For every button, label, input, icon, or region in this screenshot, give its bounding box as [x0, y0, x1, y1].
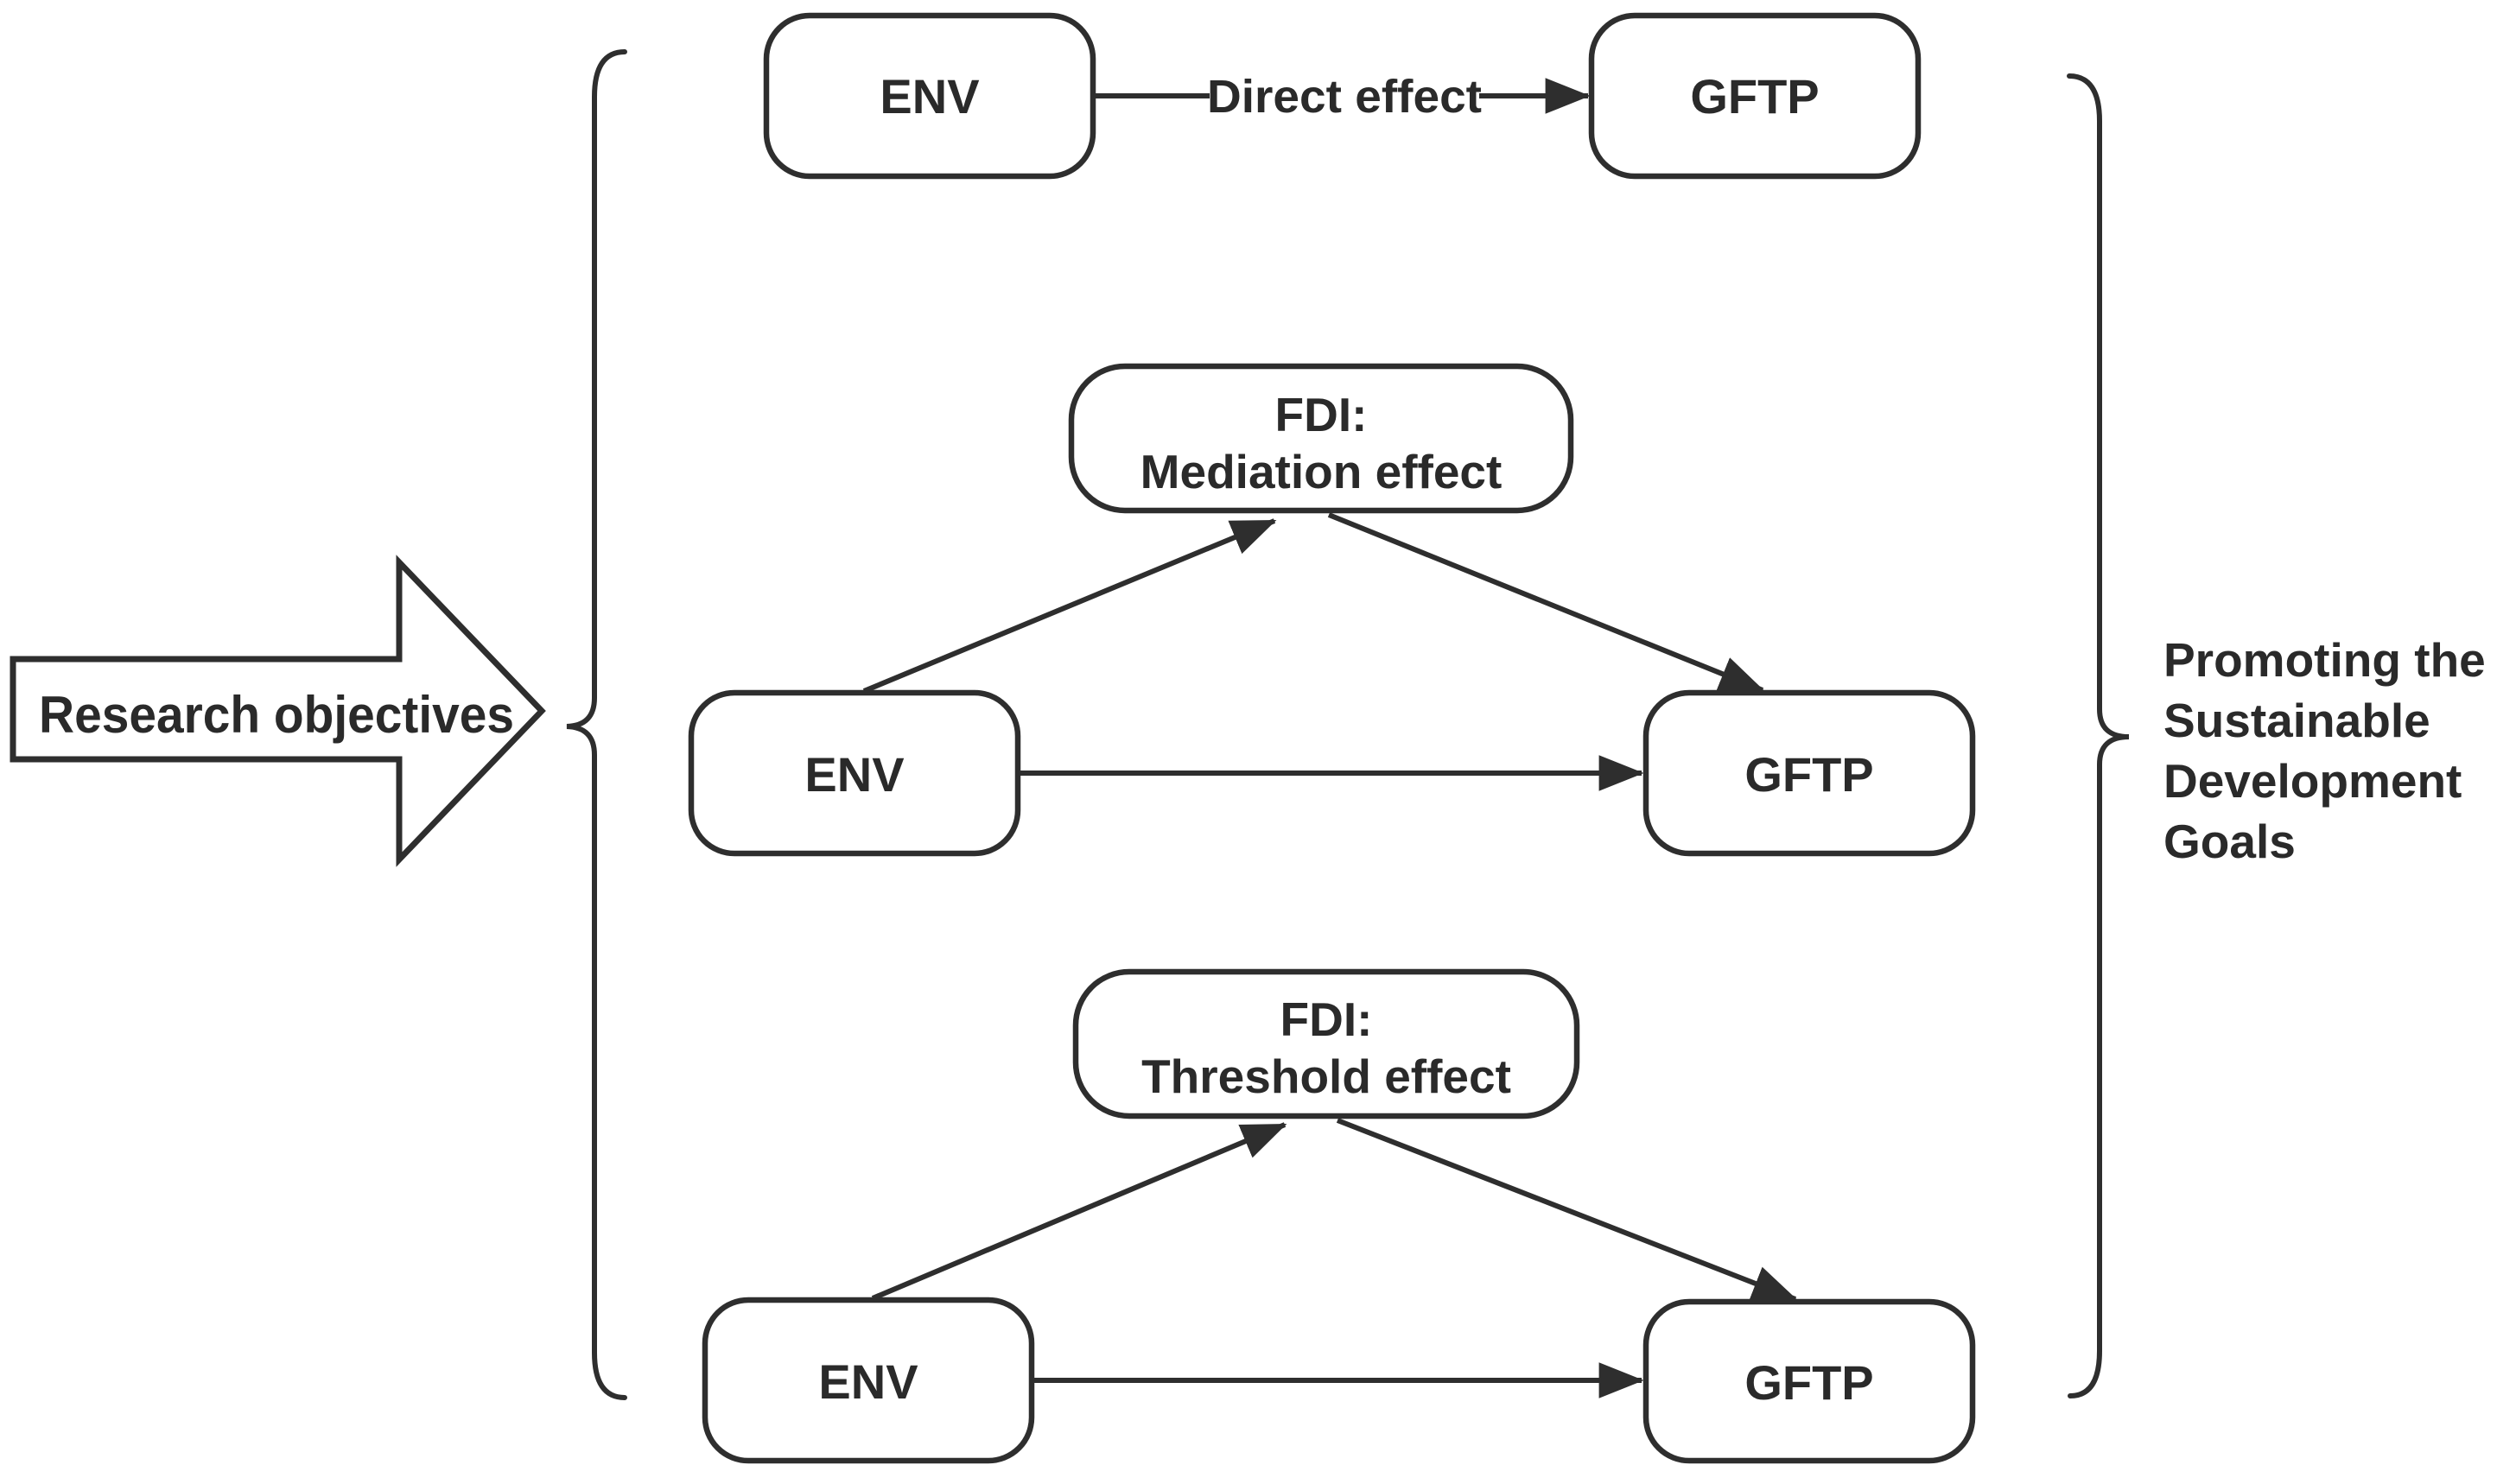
direct-effect-edge-label: Direct effect — [1207, 71, 1482, 123]
gftp-node-threshold-label: GFTP — [1744, 1355, 1873, 1410]
threshold-env-to-fdi-arrow — [871, 1122, 1287, 1301]
fdi-threshold-node — [1072, 968, 1580, 1119]
outcome-note-line3: Development — [2163, 754, 2462, 808]
fdi-threshold-label-line1: FDI: — [1280, 993, 1373, 1046]
mediation-env-to-fdi-arrow — [862, 518, 1277, 694]
fdi-mediation-node — [1068, 363, 1574, 514]
research-objectives-label: Research objectives — [39, 686, 514, 744]
env-node-direct-label: ENV — [880, 69, 979, 124]
gftp-node-mediation-label: GFTP — [1744, 747, 1873, 802]
threshold-fdi-to-gftp-arrow — [1336, 1118, 1798, 1302]
right-curly-brace-icon — [2067, 73, 2130, 1398]
mediation-fdi-to-gftp-arrow — [1327, 512, 1765, 693]
gftp-node-mediation — [1642, 689, 1976, 857]
outcome-note-line4: Goals — [2163, 815, 2296, 868]
outcome-note-line1: Promoting the — [2163, 633, 2486, 687]
gftp-node-threshold — [1642, 1298, 1976, 1464]
gftp-node-direct-label: GFTP — [1690, 69, 1819, 124]
threshold-effect-diagram: FDI: Threshold effect ENV GFTP — [702, 968, 1976, 1464]
env-node-mediation-label: ENV — [804, 747, 904, 802]
outcome-note-line2: Sustainable — [2163, 694, 2430, 747]
left-curly-brace-icon — [566, 49, 627, 1400]
fdi-threshold-label-line2: Threshold effect — [1141, 1050, 1511, 1103]
env-node-threshold-label: ENV — [818, 1354, 918, 1409]
gftp-node-direct — [1588, 12, 1922, 180]
outcome-note: Promoting the Sustainable Development Go… — [2163, 633, 2486, 868]
research-objectives-block-arrow-icon — [10, 555, 546, 867]
mediation-effect-diagram: FDI: Mediation effect ENV GFTP — [688, 363, 1976, 857]
fdi-mediation-label-line2: Mediation effect — [1140, 445, 1503, 498]
direct-effect-diagram: ENV GFTP Direct effect — [763, 12, 1922, 180]
fdi-mediation-label-line1: FDI: — [1275, 388, 1368, 441]
